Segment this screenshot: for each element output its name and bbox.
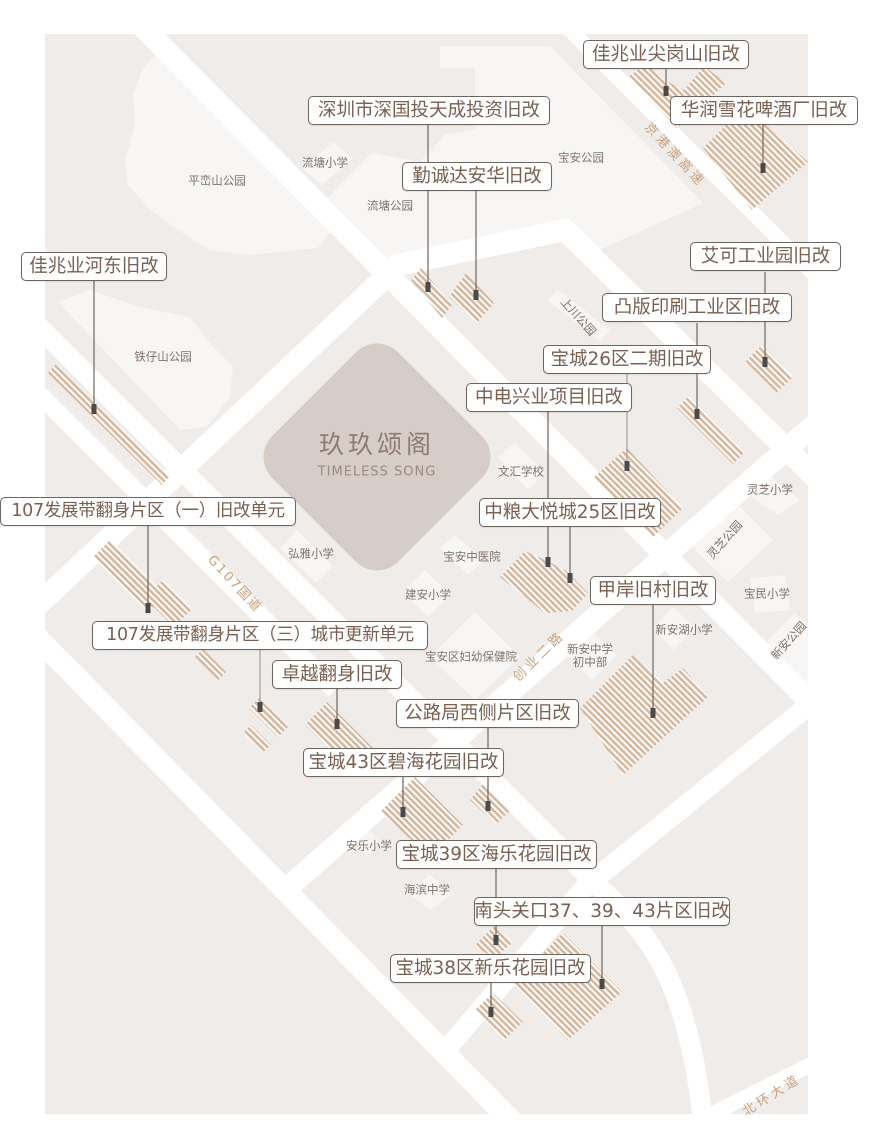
place-label-wenhui-school: 文汇学校 bbox=[498, 464, 544, 479]
zone-huarun-snow bbox=[703, 106, 808, 210]
zone-107-one-b bbox=[145, 580, 192, 627]
location-marker bbox=[334, 719, 340, 729]
zone-107-three-b bbox=[243, 725, 271, 752]
project-site-subtitle: TIMELESS SONG bbox=[317, 464, 437, 480]
location-marker bbox=[663, 86, 669, 96]
project-label-zhongdian: 中电兴业项目旧改 bbox=[466, 383, 632, 412]
project-label-zhuoyue: 卓越翻身旧改 bbox=[272, 660, 402, 689]
school-wenhui bbox=[498, 443, 545, 490]
location-marker bbox=[650, 708, 656, 718]
project-label-baocheng-38: 宝城38区新乐花园旧改 bbox=[390, 954, 591, 983]
location-marker bbox=[599, 979, 605, 989]
project-label-baocheng-43: 宝城43区碧海花园旧改 bbox=[303, 748, 504, 777]
place-label-xinanhu-primary: 新安湖小学 bbox=[655, 622, 713, 637]
location-marker bbox=[567, 573, 573, 583]
green-areas bbox=[58, 46, 808, 910]
zone-shenguotou bbox=[411, 268, 452, 318]
place-label-baoan-tcm-hospital: 宝安中医院 bbox=[443, 549, 501, 564]
project-label-baocheng-26: 宝城26区二期旧改 bbox=[543, 345, 711, 374]
place-label-lingzhi-primary: 灵芝小学 bbox=[747, 482, 793, 497]
park-lingzhi bbox=[685, 497, 773, 582]
school-xinanhu bbox=[653, 607, 695, 650]
location-markers bbox=[91, 86, 768, 1017]
place-label-haibin-middle: 海滨中学 bbox=[404, 882, 450, 897]
location-marker bbox=[425, 282, 431, 292]
hospital-maternal bbox=[430, 612, 520, 700]
project-label-nantou-guankou: 南头关口37、39、43片区旧改 bbox=[474, 897, 730, 926]
place-label-baomin-primary: 宝民小学 bbox=[744, 586, 790, 601]
school-jianan bbox=[403, 570, 450, 617]
zone-jiaan bbox=[580, 655, 708, 775]
zone-hedong bbox=[48, 364, 170, 485]
location-marker bbox=[760, 163, 766, 173]
park-tiezaishan bbox=[58, 290, 233, 430]
park-shangchuan bbox=[547, 290, 610, 341]
zone-baocheng-38 bbox=[475, 993, 523, 1040]
location-marker bbox=[257, 702, 263, 712]
project-label-jiaan: 甲岸旧村旧改 bbox=[590, 576, 716, 605]
project-label-jianggangshan: 佳兆业尖岗山旧改 bbox=[583, 40, 749, 69]
zone-zhongliang-zhongdian bbox=[500, 551, 588, 613]
place-label-liutang-primary: 流塘小学 bbox=[302, 155, 348, 170]
place-label-liutang-park: 流塘公园 bbox=[367, 198, 413, 213]
place-label-baoan-park: 宝安公园 bbox=[558, 150, 604, 165]
location-marker bbox=[91, 404, 97, 414]
project-label-107-one: 107发展带翻身片区（一）旧改单元 bbox=[0, 497, 296, 526]
zone-aike bbox=[745, 345, 793, 393]
project-label-huarun-snow-brewery: 华润雪花啤酒厂旧改 bbox=[670, 96, 858, 125]
project-label-baocheng-39: 宝城39区海乐花园旧改 bbox=[396, 840, 597, 869]
zone-107-one-a bbox=[93, 540, 165, 612]
location-marker bbox=[493, 935, 499, 945]
place-label-line1: 新安中学 bbox=[567, 642, 613, 656]
location-marker bbox=[694, 409, 700, 419]
road-chuangye-2nd bbox=[277, 415, 808, 899]
location-marker bbox=[762, 357, 768, 367]
place-label-pingluanshan-park: 平峦山公园 bbox=[188, 173, 246, 188]
project-label-aike: 艾可工业园旧改 bbox=[690, 242, 841, 271]
location-marker bbox=[485, 801, 491, 811]
project-label-shenguotou: 深圳市深国投天成投资旧改 bbox=[308, 96, 550, 125]
location-marker bbox=[488, 1007, 494, 1017]
school-baomin bbox=[750, 575, 790, 613]
zone-baocheng-43 bbox=[380, 777, 463, 852]
project-label-107-three: 107发展带翻身片区（三）城市更新单元 bbox=[92, 621, 428, 650]
location-marker bbox=[545, 557, 551, 567]
project-label-zhongliang: 中粮大悦城25区旧改 bbox=[479, 498, 661, 527]
place-label-xinan-middle-school: 新安中学 初中部 bbox=[567, 643, 613, 669]
school-haibin bbox=[407, 875, 453, 910]
place-label-line2: 初中部 bbox=[572, 655, 608, 669]
project-label-qinchengda: 勤诚达安华旧改 bbox=[402, 162, 552, 191]
school-hongya bbox=[280, 530, 333, 583]
place-label-maternal-hospital: 宝安区妇幼保健院 bbox=[425, 649, 517, 664]
location-marker bbox=[624, 461, 630, 471]
place-label-hongya-primary: 弘雅小学 bbox=[288, 546, 334, 561]
park-pingluanshan bbox=[125, 52, 330, 255]
school-liutang bbox=[302, 142, 353, 185]
park-baoan bbox=[325, 46, 703, 268]
location-marker bbox=[145, 603, 151, 613]
zone-107-one-c bbox=[195, 649, 226, 680]
place-label-anle-primary: 安乐小学 bbox=[346, 838, 392, 853]
project-label-hedong: 佳兆业河东旧改 bbox=[21, 252, 167, 281]
location-marker bbox=[473, 290, 479, 300]
zone-qinchengda bbox=[449, 273, 494, 323]
hospital-baoan-tcm bbox=[440, 535, 485, 575]
project-label-gonglu-ju: 公路局西侧片区旧改 bbox=[396, 699, 579, 728]
location-marker bbox=[400, 807, 406, 817]
place-label-jianan-primary: 建安小学 bbox=[405, 587, 451, 602]
zone-tuban bbox=[677, 396, 745, 464]
place-label-tiezaishan-park: 铁仔山公园 bbox=[134, 349, 192, 364]
project-site-area bbox=[263, 343, 491, 571]
project-label-tuban: 凸版印刷工业区旧改 bbox=[602, 293, 792, 322]
road-beihuan-avenue bbox=[696, 1057, 808, 1114]
project-site-title: 玖玖颂阁 bbox=[318, 430, 436, 459]
